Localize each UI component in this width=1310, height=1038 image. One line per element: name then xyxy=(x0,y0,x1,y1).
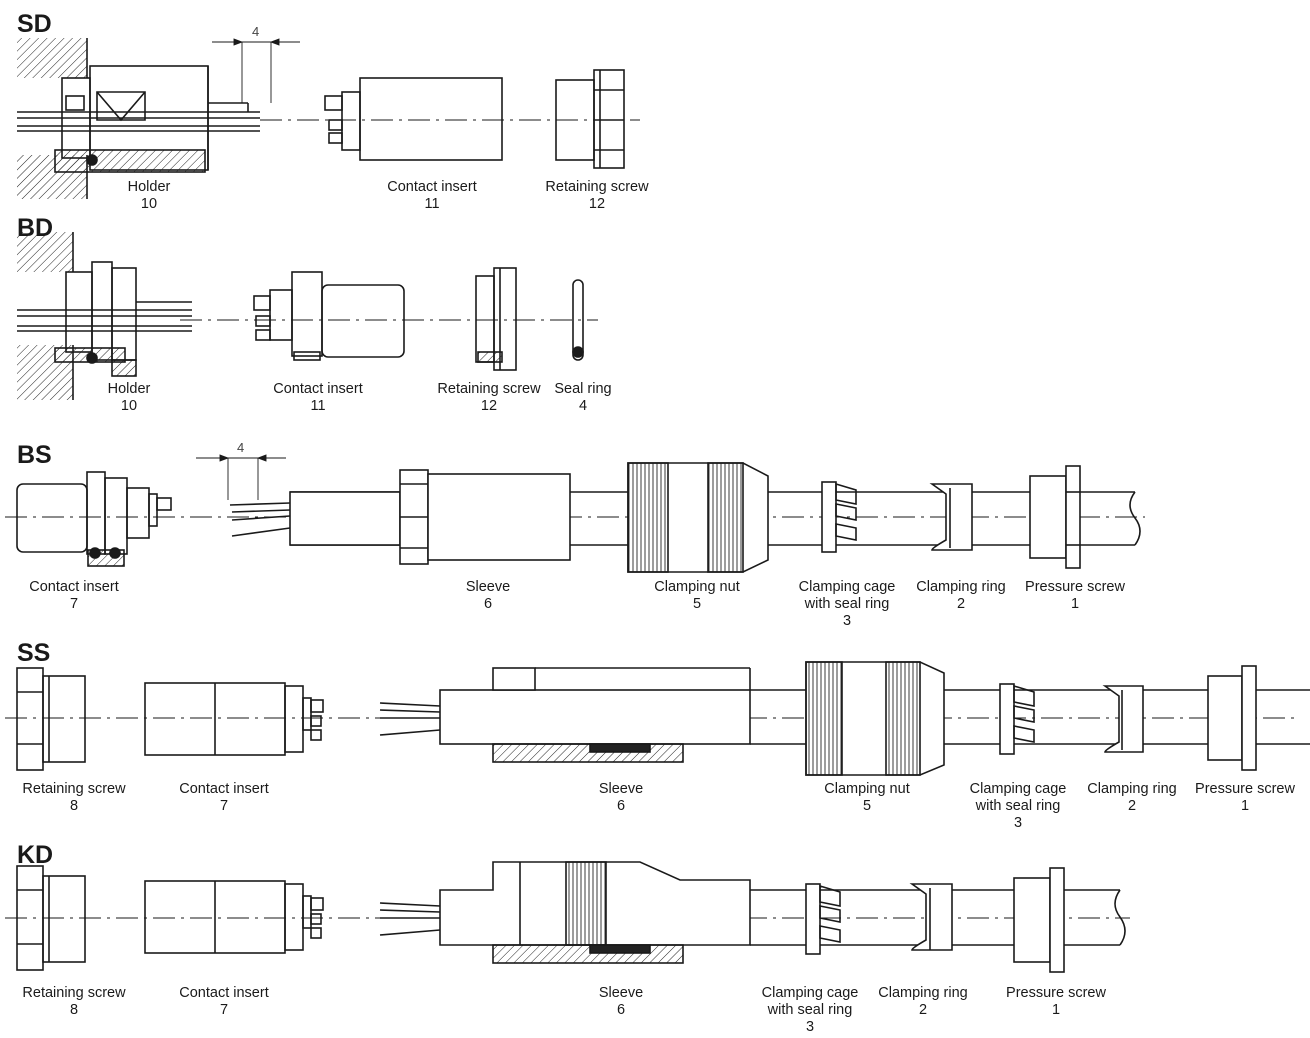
kd-contact-insert xyxy=(144,880,324,954)
bs-pressure-screw xyxy=(1029,465,1081,569)
bd-holder xyxy=(54,261,137,377)
ss-clamping-cage xyxy=(999,683,1035,755)
sd-wall-top xyxy=(17,38,87,78)
ss-pressure-screw xyxy=(1207,665,1257,771)
bs-drawing xyxy=(5,454,1145,573)
bd-drawing xyxy=(17,232,598,400)
sd-contact-insert xyxy=(324,77,503,161)
ss-contact-insert xyxy=(144,682,324,756)
ss-clamping-nut xyxy=(805,661,945,776)
ss-sleeve xyxy=(439,667,751,763)
bs-dimension-label: 4 xyxy=(237,440,245,455)
bd-wall-top xyxy=(17,232,73,272)
kd-drawing xyxy=(5,861,1130,973)
ss-drawing xyxy=(5,661,1310,776)
kd-retaining-screw xyxy=(16,865,86,971)
bs-sleeve xyxy=(289,469,571,565)
section-title-sd: SD xyxy=(17,10,52,38)
sd-retaining-screw xyxy=(555,69,625,169)
bd-seal-ring xyxy=(572,279,584,361)
kd-clamping-cage xyxy=(805,883,841,955)
bs-contact-insert xyxy=(16,471,172,567)
bd-contact-insert xyxy=(253,271,405,361)
section-title-kd: KD xyxy=(17,841,54,869)
ss-clamping-ring xyxy=(1102,685,1144,753)
bs-clamping-nut xyxy=(627,462,769,573)
sd-drawing xyxy=(17,38,640,199)
bs-dimension xyxy=(196,454,286,500)
kd-sleeve xyxy=(439,861,751,964)
bd-retaining-screw xyxy=(475,267,517,371)
sd-dimension xyxy=(212,38,300,103)
section-title-ss: SS xyxy=(17,639,51,667)
bs-clamping-ring xyxy=(929,483,973,551)
sd-dimension-label: 4 xyxy=(252,24,260,39)
kd-clamping-ring xyxy=(909,883,953,951)
sd-holder xyxy=(54,65,209,173)
kd-pressure-screw xyxy=(1013,867,1065,973)
ss-retaining-screw xyxy=(16,667,86,771)
section-title-bs: BS xyxy=(17,441,52,469)
section-title-bd: BD xyxy=(17,214,54,242)
bs-clamping-cage xyxy=(821,481,857,553)
